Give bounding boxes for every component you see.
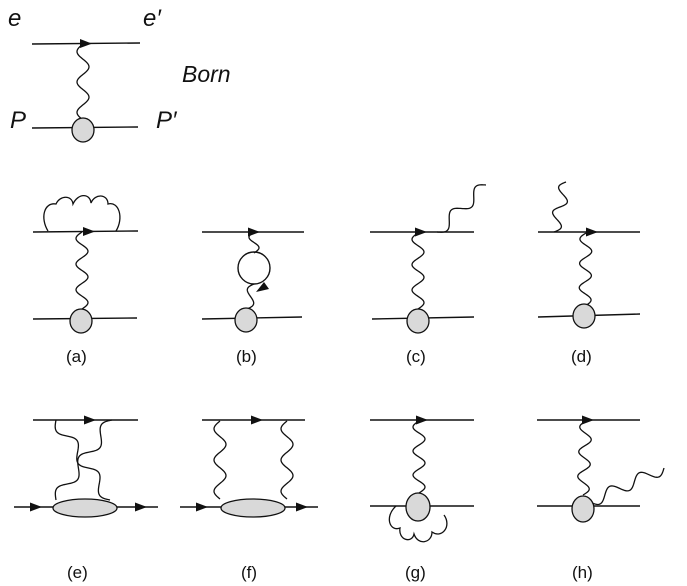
photon-line: [578, 232, 593, 307]
born-e-prime-label: e′: [143, 5, 162, 32]
panel-label: (a): [66, 347, 87, 366]
diagram-c: (c): [370, 184, 487, 366]
born-title: Born: [182, 61, 231, 87]
crossed-photon-1: [54, 419, 111, 501]
diagram-a: (a): [32, 194, 139, 366]
proton-self-energy-photon: [388, 505, 448, 543]
diagram-d: (d): [537, 181, 641, 366]
loop-arrow: [256, 282, 269, 292]
electron-arrow: [582, 415, 594, 425]
proton-vertex: [405, 492, 431, 522]
proton-in-arrow: [196, 502, 208, 512]
electron-arrow: [251, 415, 263, 425]
photon-line: [76, 43, 90, 121]
radiated-photon: [551, 181, 569, 233]
proton-out-arrow: [135, 502, 147, 512]
photon-line: [577, 420, 592, 496]
panel-label: (e): [67, 563, 88, 582]
crossed-photon-2: [54, 419, 113, 501]
proton-vertex: [69, 308, 93, 334]
electron-arrow: [416, 415, 428, 425]
panel-label: (b): [236, 347, 257, 366]
proton-vertex: [572, 303, 596, 329]
self-energy-photon: [43, 194, 121, 232]
proton-blob: [52, 498, 118, 518]
panel-label: (g): [405, 563, 426, 582]
born-p-label: P: [10, 107, 26, 134]
panel-label: (f): [241, 563, 257, 582]
electron-arrow: [415, 227, 427, 237]
diagram-b: (b): [201, 227, 304, 366]
panel-label: (c): [406, 347, 426, 366]
radiated-photon: [436, 184, 487, 233]
born-e-label: e: [8, 5, 21, 32]
electron-arrow: [80, 39, 92, 48]
proton-in-arrow: [30, 502, 42, 512]
proton-vertex: [406, 308, 430, 334]
photon-line-upper: [248, 231, 260, 254]
born-p-prime-label: P′: [156, 107, 178, 134]
proton-vertex: [234, 307, 258, 333]
electron-arrow: [586, 227, 598, 237]
photon-line: [412, 420, 426, 494]
panel-label: (d): [571, 347, 592, 366]
photon-line-lower: [246, 283, 255, 310]
electron-arrow: [84, 415, 96, 425]
diagram-f: (f): [180, 415, 318, 582]
proton-vertex: [71, 117, 95, 143]
diagram-h: (h): [537, 415, 665, 582]
electron-arrow: [83, 227, 95, 236]
proton-out-arrow: [296, 502, 308, 512]
photon-line: [75, 231, 89, 310]
radiated-photon: [589, 467, 665, 506]
proton-blob: [220, 498, 286, 518]
box-photon-2: [280, 420, 294, 500]
proton-vertex: [571, 495, 595, 523]
photon-line: [411, 232, 425, 310]
diagram-e: (e): [14, 415, 158, 582]
diagram-g: (g): [370, 415, 474, 582]
box-photon-1: [213, 420, 227, 500]
born-diagram: e e′ Born P P′: [8, 5, 231, 143]
panel-label: (h): [572, 563, 593, 582]
vacuum-polarization-loop: [237, 251, 271, 285]
